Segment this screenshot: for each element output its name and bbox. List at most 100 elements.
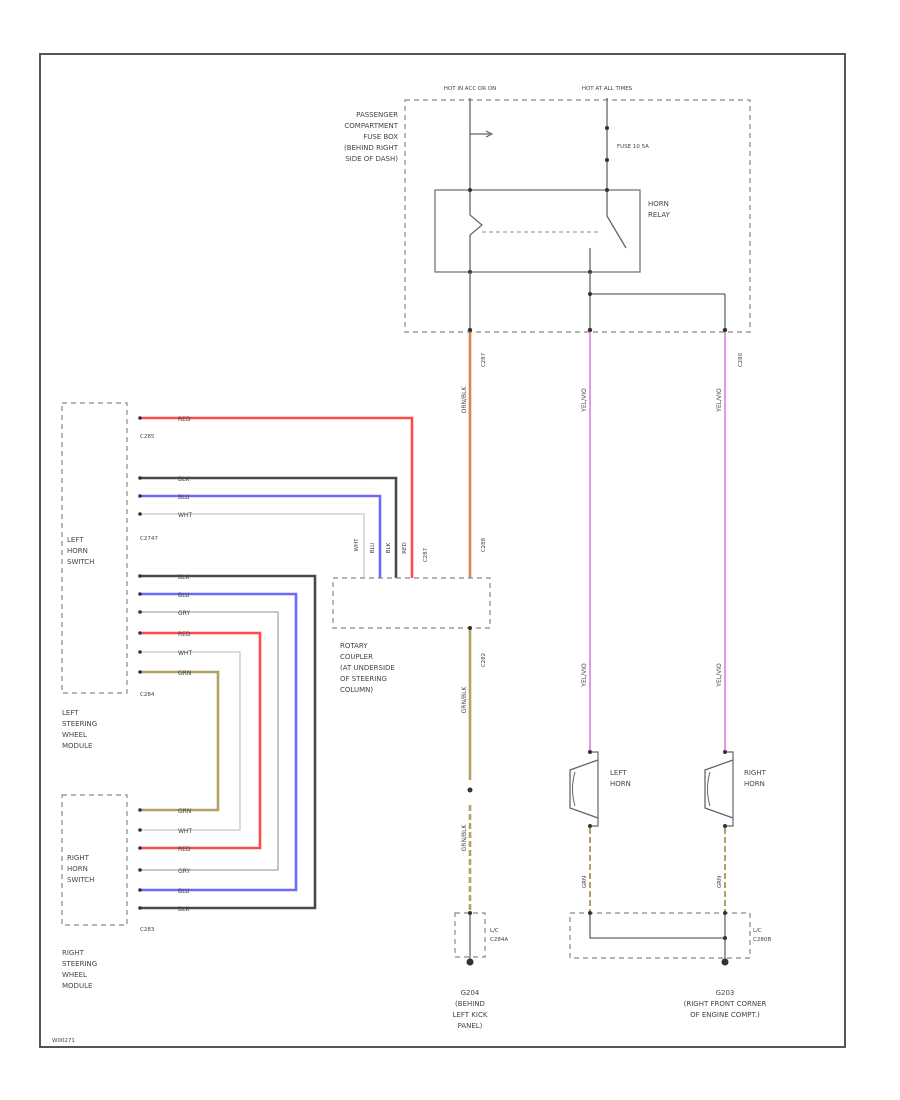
wire-blue-vlabel: BLU bbox=[370, 543, 376, 554]
wire-blue-upper-label: BLU bbox=[178, 494, 190, 501]
relay-label-2: RELAY bbox=[648, 211, 671, 219]
wire-red-lower-label: RED bbox=[178, 631, 191, 638]
left-horn-switch: LEFT HORN SWITCH bbox=[61, 402, 128, 694]
right-horn-switch-label-2: HORN bbox=[67, 865, 88, 873]
lc-left-label-1: L/C bbox=[490, 928, 499, 934]
relay-label-1: HORN bbox=[648, 200, 669, 208]
wire-red-lower bbox=[140, 631, 262, 850]
lc-right-label-1: L/C bbox=[753, 928, 762, 934]
diagram-frame bbox=[39, 53, 846, 1048]
right-horn: RIGHT HORN bbox=[704, 750, 767, 828]
wire-tan-right-horn-label: GRN bbox=[717, 876, 723, 888]
wire-red-r-label: RED bbox=[178, 846, 191, 853]
fuse-box-label-1: PASSENGER bbox=[356, 111, 398, 119]
left-sw-module-label-4: MODULE bbox=[62, 742, 92, 750]
horn-relay: HORN RELAY bbox=[434, 188, 671, 274]
wire-white-upper bbox=[140, 513, 365, 578]
rotary-coupler-label-3: (AT UNDERSIDE bbox=[340, 664, 395, 672]
hot-at-all-times-label: HOT AT ALL TIMES bbox=[582, 86, 633, 92]
rotary-coupler: ROTARY COUPLER (AT UNDERSIDE OF STEERING… bbox=[332, 577, 491, 694]
wire-tan-lower-label: GRN bbox=[178, 670, 191, 677]
lc-left: L/C C284A bbox=[454, 911, 508, 966]
wire-red-upper bbox=[140, 416, 414, 578]
rotary-coupler-label-4: OF STEERING bbox=[340, 675, 387, 683]
wire-white-lower bbox=[140, 651, 241, 831]
right-horn-switch: RIGHT HORN SWITCH bbox=[61, 794, 128, 926]
wire-blue-lower-label: BLU bbox=[178, 592, 190, 599]
ground-left-label-2: (BEHIND bbox=[455, 1000, 485, 1008]
fuse-box: PASSENGER COMPARTMENT FUSE BOX (BEHIND R… bbox=[344, 99, 751, 333]
conn-c2747: C2747 bbox=[140, 536, 158, 542]
wire-tan-vertical-label-2: GRN/BLK bbox=[461, 824, 468, 852]
wire-tan-vertical-label: GRN/BLK bbox=[461, 686, 468, 714]
conn-c282: C282 bbox=[481, 653, 487, 667]
left-horn-switch-label-3: SWITCH bbox=[67, 558, 94, 566]
left-sw-module-label-3: WHEEL bbox=[62, 731, 87, 739]
fuse-box-label-4: (BEHIND RIGHT bbox=[344, 144, 399, 152]
rotary-coupler-label-1: ROTARY bbox=[340, 642, 368, 650]
right-switch-pins bbox=[138, 808, 142, 910]
wire-pink-left-label-1: YEL/VIO bbox=[581, 388, 588, 413]
lc-right-label-2: C280B bbox=[753, 937, 771, 943]
wire-blue-lower bbox=[140, 592, 298, 892]
wire-black-vlabel: BLK bbox=[386, 542, 392, 553]
lc-left-label-2: C284A bbox=[490, 937, 508, 943]
ground-left-label-4: PANEL) bbox=[458, 1022, 483, 1030]
wire-tan-lower bbox=[140, 670, 220, 812]
conn-c288: C288 bbox=[481, 537, 487, 552]
lc-right: L/C C280B bbox=[569, 911, 771, 966]
wire-black-r-label: BLK bbox=[178, 906, 190, 913]
hot-in-run-label: HOT IN ACC OR ON bbox=[444, 86, 497, 92]
wire-pink-left-label-2: YEL/VIO bbox=[581, 663, 588, 688]
left-sw-module-label-2: STEERING bbox=[62, 720, 97, 728]
left-horn-label-1: LEFT bbox=[610, 769, 627, 777]
wire-pink-right-label-2: YEL/VIO bbox=[716, 663, 723, 688]
right-horn-switch-label-1: RIGHT bbox=[67, 854, 90, 862]
wire-white-lower-label: WHT bbox=[178, 650, 192, 657]
left-sw-module-label-1: LEFT bbox=[62, 709, 79, 717]
ground-right-label-2: (RIGHT FRONT CORNER bbox=[684, 1000, 767, 1008]
wire-black-upper-label: BLK bbox=[178, 476, 190, 483]
wire-white-vlabel: WHT bbox=[354, 538, 360, 552]
wire-black-lower bbox=[140, 574, 317, 910]
wire-grey-r-label: GRY bbox=[178, 868, 190, 875]
wire-grey-lower-label: GRY bbox=[178, 610, 190, 617]
ground-right-label-3: OF ENGINE COMPT.) bbox=[690, 1011, 760, 1019]
rotary-coupler-label-2: COUPLER bbox=[340, 653, 373, 661]
wire-orange-label: ORN/BLK bbox=[461, 386, 468, 414]
right-sw-module-label-3: WHEEL bbox=[62, 971, 87, 979]
conn-c287-lower: C287 bbox=[423, 547, 429, 562]
left-horn-switch-label-2: HORN bbox=[67, 547, 88, 555]
right-horn-label-1: RIGHT bbox=[744, 769, 767, 777]
conn-c283: C283 bbox=[140, 927, 155, 933]
right-sw-module-label-2: STEERING bbox=[62, 960, 97, 968]
right-horn-label-2: HORN bbox=[744, 780, 765, 788]
ground-right-label-1: G203 bbox=[716, 989, 735, 997]
ground-left-label-3: LEFT KICK bbox=[453, 1011, 488, 1019]
fuse-box-label-2: COMPARTMENT bbox=[344, 122, 398, 130]
wire-white-upper-label: WHT bbox=[178, 512, 192, 519]
left-horn: LEFT HORN bbox=[569, 750, 631, 828]
footer-code: W00271 bbox=[52, 1038, 75, 1044]
left-horn-switch-label-1: LEFT bbox=[67, 536, 84, 544]
rotary-coupler-label-5: COLUMN) bbox=[340, 686, 373, 694]
left-horn-label-2: HORN bbox=[610, 780, 631, 788]
wire-red-vlabel: RED bbox=[402, 542, 408, 554]
fuse-box-label-3: FUSE BOX bbox=[363, 133, 398, 141]
wire-white-r-label: WHT bbox=[178, 828, 192, 835]
fuse-box-label-5: SIDE OF DASH) bbox=[345, 155, 398, 163]
right-sw-module-label-4: MODULE bbox=[62, 982, 92, 990]
conn-c284: C284 bbox=[140, 692, 155, 698]
conn-c287-upper: C287 bbox=[481, 352, 487, 367]
right-horn-switch-label-3: SWITCH bbox=[67, 876, 94, 884]
wire-black-lower-label: BLK bbox=[178, 574, 190, 581]
fuse-label: FUSE 10 5A bbox=[617, 144, 649, 150]
conn-c280: C280 bbox=[738, 352, 744, 367]
wire-tan-r-label: GRN bbox=[178, 808, 191, 815]
wire-black-upper bbox=[140, 476, 398, 578]
wire-pink-right-label-1: YEL/VIO bbox=[716, 388, 723, 413]
right-sw-module-label-1: RIGHT bbox=[62, 949, 85, 957]
wire-red-upper-label: RED bbox=[178, 416, 191, 423]
ground-left-label-1: G204 bbox=[461, 989, 480, 997]
